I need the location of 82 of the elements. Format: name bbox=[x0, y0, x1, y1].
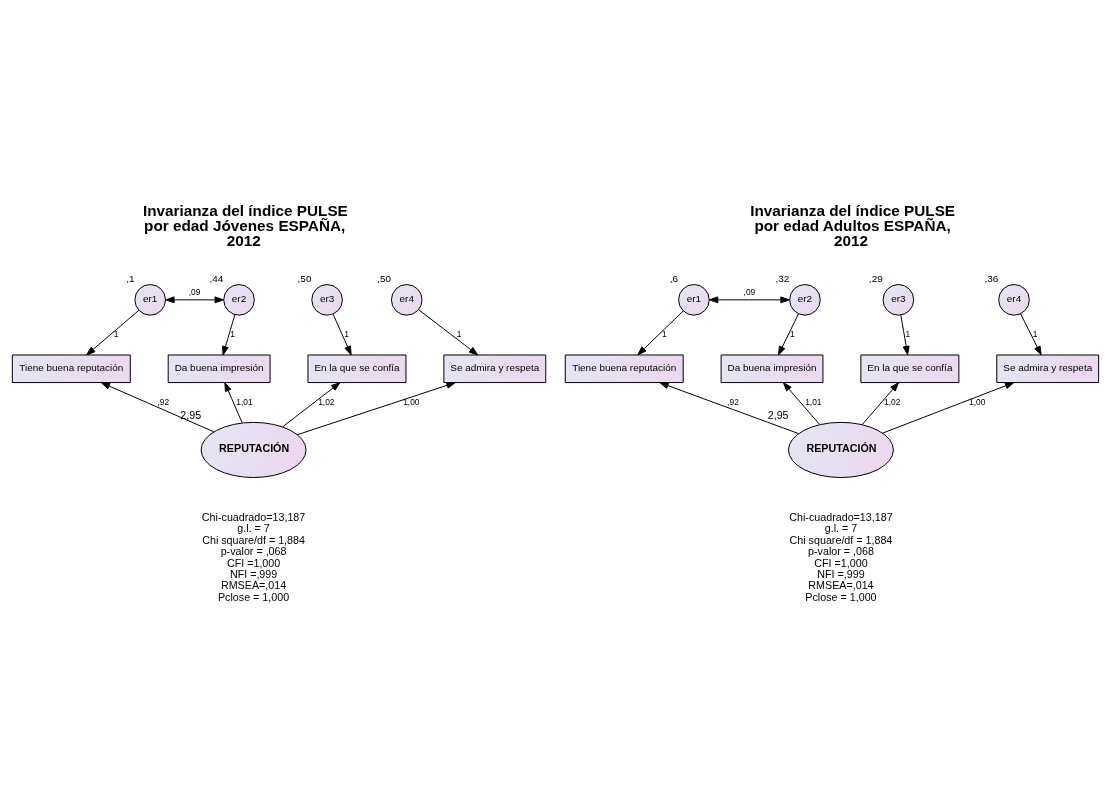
label: Chi square/df = 1,884 bbox=[202, 533, 305, 546]
arrow bbox=[418, 308, 479, 355]
node-ellipse: REPUTACIÓN bbox=[200, 421, 307, 478]
arrow bbox=[900, 314, 910, 355]
node-circle: er1 bbox=[678, 283, 710, 316]
node-label: ,32 bbox=[775, 272, 790, 284]
node-box: Se admira y respeta bbox=[443, 354, 547, 383]
arrow bbox=[708, 295, 790, 303]
arrow bbox=[224, 381, 243, 423]
edge-label: ,09 bbox=[188, 286, 201, 297]
edge-label: ,09 bbox=[743, 286, 756, 297]
edge-label: 1 bbox=[905, 328, 911, 339]
arrow bbox=[296, 381, 456, 435]
node-label: ,50 bbox=[377, 272, 392, 284]
arrow bbox=[861, 381, 899, 425]
node-box: Tiene buena reputación bbox=[564, 354, 684, 383]
node-label: 2,95 bbox=[180, 408, 202, 421]
node-circle: er1 bbox=[134, 283, 166, 316]
node-box: Se admira y respeta bbox=[996, 354, 1100, 383]
edge-label: 1,02 bbox=[318, 396, 335, 407]
label: g.l. = 7 bbox=[824, 521, 858, 534]
arrow bbox=[1020, 312, 1042, 355]
node-label: ,36 bbox=[984, 272, 999, 284]
node-circle: er2 bbox=[789, 283, 821, 316]
node-box: En la que se confía bbox=[860, 354, 960, 383]
arrow bbox=[100, 381, 215, 432]
edge-label: 1,00 bbox=[969, 396, 986, 407]
node-box: En la que se confía bbox=[307, 354, 407, 383]
node-box: Da buena impresión bbox=[167, 354, 271, 383]
edge-label: 1,02 bbox=[884, 396, 901, 407]
node-label: ,50 bbox=[297, 272, 312, 284]
label: g.l. = 7 bbox=[237, 521, 270, 534]
node-ellipse: REPUTACIÓN bbox=[788, 421, 894, 478]
arrow bbox=[332, 313, 352, 355]
arrow bbox=[882, 381, 1015, 434]
edge-label: 1,01 bbox=[805, 396, 822, 407]
edge-label: 1 bbox=[113, 328, 119, 339]
node-circle: er3 bbox=[311, 283, 343, 316]
arrow bbox=[165, 295, 224, 303]
edge-label: 1 bbox=[662, 328, 667, 339]
label: CFI =1,000 bbox=[226, 556, 281, 568]
label: Chi-cuadrado=13,187 bbox=[201, 510, 306, 523]
node-box: Tiene buena reputación bbox=[11, 354, 131, 383]
label: p-valor = ,068 bbox=[808, 544, 874, 557]
arrow bbox=[86, 309, 140, 355]
edge-label: ,92 bbox=[727, 396, 739, 407]
label: Invarianza del índice PULSE por edad Adultos ESPAÑA, 2012 bbox=[750, 201, 956, 249]
label: Chi square/df = 1,884 bbox=[789, 533, 893, 546]
label: Chi-cuadrado=13,187 bbox=[789, 510, 893, 523]
arrow bbox=[777, 312, 799, 355]
label: CFI =1,000 bbox=[814, 556, 868, 568]
node-circle: er4 bbox=[998, 283, 1030, 316]
arrow bbox=[637, 310, 684, 355]
label: NFI =,999 bbox=[817, 567, 865, 580]
arrow bbox=[659, 381, 799, 434]
edge-label: 1 bbox=[344, 328, 349, 339]
node-label: ,29 bbox=[868, 272, 883, 284]
node-box: Da buena impresión bbox=[720, 354, 824, 383]
edge-label: 1,01 bbox=[236, 396, 253, 407]
node-label: 2,95 bbox=[767, 408, 789, 421]
edge-label: 1 bbox=[1032, 328, 1038, 339]
node-circle: er4 bbox=[390, 283, 423, 316]
label: RMSEA=,014 bbox=[808, 578, 874, 591]
label: NFI =,999 bbox=[229, 567, 278, 580]
arrow bbox=[282, 381, 341, 427]
node-label: ,44 bbox=[209, 272, 224, 284]
edge-label: 1 bbox=[230, 328, 235, 339]
edge-label: ,92 bbox=[157, 396, 170, 407]
node-label: ,6 bbox=[669, 272, 679, 284]
node-label: ,1 bbox=[126, 272, 135, 284]
node-circle: er2 bbox=[223, 283, 255, 316]
label: Pclose = 1,000 bbox=[217, 590, 290, 603]
label: p-valor = ,068 bbox=[220, 544, 287, 557]
arrow bbox=[222, 313, 236, 355]
node-circle: er3 bbox=[882, 283, 915, 316]
label: Pclose = 1,000 bbox=[805, 590, 877, 603]
label: Invarianza del índice PULSE por edad Jóvenes ESPAÑA, 2012 bbox=[142, 201, 348, 249]
edge-label: 1,00 bbox=[403, 396, 420, 407]
edge-label: 1 bbox=[456, 328, 462, 339]
arrow bbox=[782, 381, 820, 425]
edge-label: 1 bbox=[789, 328, 795, 339]
label: RMSEA=,014 bbox=[220, 578, 287, 591]
